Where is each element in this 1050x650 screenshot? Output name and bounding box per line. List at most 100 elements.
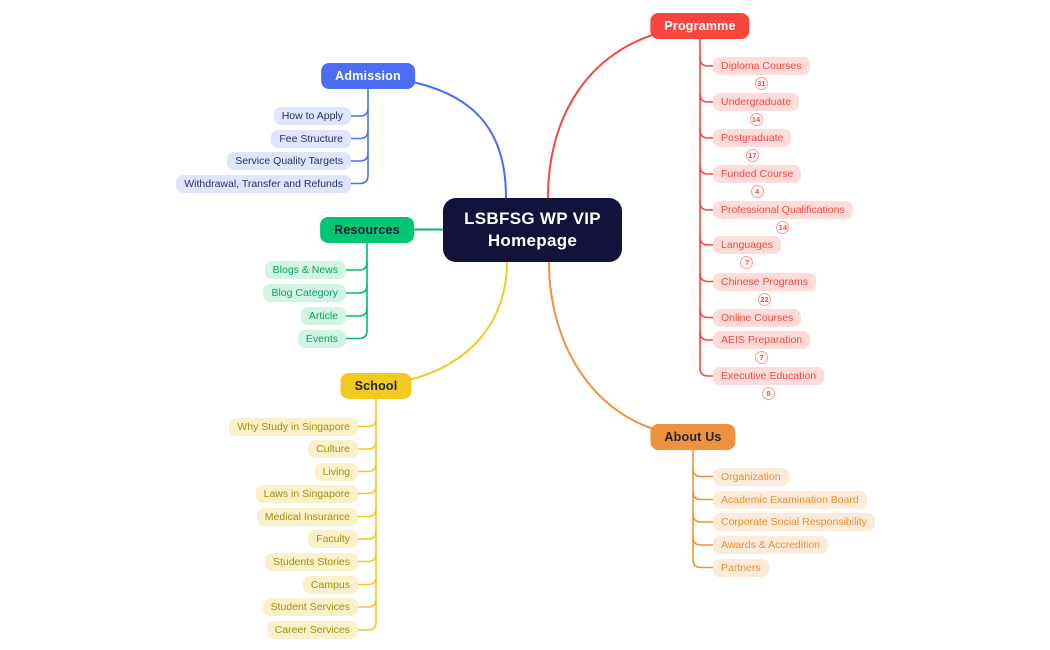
child-node-wrap: Blogs & News	[264, 261, 346, 279]
school-child-connector	[357, 462, 377, 473]
child-node-wrap: Campus	[302, 575, 358, 594]
child-node-resources-2[interactable]: Article	[300, 307, 346, 325]
resources-child-connector	[345, 261, 368, 271]
admission-child-connector	[350, 107, 369, 117]
child-node-wrap: Executive Education 8	[713, 367, 825, 400]
programme-child-connector	[699, 165, 714, 175]
child-node-wrap: Events	[297, 329, 346, 348]
child-node-admission-1[interactable]: Fee Structure	[271, 129, 351, 148]
child-node-about-us-2[interactable]: Corporate Social Responsibility	[713, 513, 875, 531]
about-us-branch-connector	[548, 261, 694, 438]
school-child-connector	[357, 575, 377, 586]
child-node-school-6[interactable]: Students Stories	[264, 552, 358, 571]
course-count-badge: 8	[762, 387, 776, 400]
school-child-connector	[357, 417, 377, 428]
child-node-about-us-4[interactable]: Partners	[713, 558, 769, 577]
child-node-wrap: Academic Examination Board	[713, 490, 867, 509]
child-node-wrap: Blog Category	[263, 284, 346, 302]
child-node-admission-3[interactable]: Withdrawal, Transfer and Refunds	[176, 174, 351, 193]
programme-child-connector	[699, 57, 714, 67]
child-node-wrap: Students Stories	[264, 552, 358, 571]
child-node-wrap: Living	[314, 462, 358, 481]
child-node-programme-5[interactable]: Languages	[713, 236, 781, 254]
child-node-programme-8[interactable]: AEIS Preparation	[713, 331, 811, 349]
child-node-school-9[interactable]: Career Services	[266, 621, 358, 639]
programme-child-connector	[699, 331, 714, 341]
programme-child-connector	[699, 236, 714, 246]
branch-node-about-us[interactable]: About Us	[650, 423, 736, 450]
child-node-wrap: Withdrawal, Transfer and Refunds	[176, 174, 351, 193]
child-node-school-5[interactable]: Faculty	[308, 530, 358, 548]
child-node-wrap: Diploma Courses 31	[713, 57, 810, 90]
child-node-programme-6[interactable]: Chinese Programs	[713, 272, 816, 291]
programme-child-connector	[699, 201, 714, 211]
child-node-admission-0[interactable]: How to Apply	[273, 107, 351, 125]
course-count-badge: 14	[776, 221, 790, 234]
child-node-wrap: Professional Qualifications 14	[713, 201, 853, 234]
child-node-wrap: Partners	[713, 558, 769, 577]
child-node-school-8[interactable]: Student Services	[262, 598, 358, 616]
course-count-badge: 17	[745, 149, 759, 162]
about-us-child-connector	[692, 467, 714, 478]
branch-node-programme[interactable]: Programme	[650, 12, 750, 39]
child-node-wrap: Laws in Singapore	[255, 484, 358, 503]
child-node-wrap: Service Quality Targets	[227, 152, 351, 170]
child-node-wrap: Undergraduate 14	[713, 93, 800, 126]
child-node-wrap: Student Services	[262, 598, 358, 616]
resources-children-trunk	[345, 242, 368, 340]
admission-child-connector	[350, 152, 369, 162]
root-title-line1: LSBFSG WP VIP	[464, 208, 601, 228]
school-child-connector	[357, 598, 377, 608]
root-node[interactable]: LSBFSG WP VIP Homepage	[443, 198, 622, 262]
programme-child-connector	[699, 272, 714, 283]
about-us-children-trunk	[692, 449, 714, 569]
about-us-child-connector	[692, 490, 714, 501]
child-node-school-7[interactable]: Campus	[302, 575, 358, 594]
child-node-school-1[interactable]: Culture	[308, 440, 358, 458]
course-count-badge: 31	[754, 77, 768, 90]
child-node-wrap: Faculty	[308, 530, 358, 548]
admission-branch-connector	[367, 74, 507, 199]
child-node-wrap: Postgraduate 17	[713, 129, 792, 162]
child-node-admission-2[interactable]: Service Quality Targets	[227, 152, 351, 170]
child-node-wrap: Awards & Accredition	[713, 536, 829, 554]
child-node-resources-1[interactable]: Blog Category	[263, 284, 346, 302]
child-node-about-us-0[interactable]: Organization	[713, 467, 789, 486]
programme-child-connector	[699, 308, 714, 319]
child-node-school-4[interactable]: Medical Insurance	[256, 507, 358, 526]
child-node-school-3[interactable]: Laws in Singapore	[255, 484, 358, 503]
child-node-school-2[interactable]: Living	[314, 462, 358, 481]
course-count-badge: 14	[749, 113, 763, 126]
child-node-programme-4[interactable]: Professional Qualifications	[713, 201, 853, 219]
school-child-connector	[357, 507, 377, 518]
child-node-about-us-3[interactable]: Awards & Accredition	[713, 536, 829, 554]
child-node-programme-3[interactable]: Funded Course	[713, 165, 802, 183]
child-node-programme-1[interactable]: Undergraduate	[713, 93, 800, 111]
child-node-programme-7[interactable]: Online Courses	[713, 308, 802, 327]
child-node-wrap: Fee Structure	[271, 129, 351, 148]
school-child-connector	[357, 552, 377, 563]
child-node-resources-3[interactable]: Events	[297, 329, 346, 348]
child-node-programme-9[interactable]: Executive Education	[713, 367, 825, 385]
branch-node-admission[interactable]: Admission	[321, 62, 415, 89]
child-node-wrap: Career Services	[266, 621, 358, 639]
branch-node-resources[interactable]: Resources	[320, 216, 414, 243]
root-title-line2: Homepage	[487, 231, 578, 250]
admission-children-trunk	[350, 88, 369, 185]
child-node-programme-0[interactable]: Diploma Courses	[713, 57, 810, 75]
child-node-wrap: Online Courses	[713, 308, 802, 327]
branch-node-school[interactable]: School	[340, 372, 412, 399]
child-node-about-us-1[interactable]: Academic Examination Board	[713, 490, 867, 509]
child-node-wrap: Culture	[308, 440, 358, 458]
child-node-school-0[interactable]: Why Study in Singapore	[229, 417, 358, 436]
programme-children-trunk	[699, 38, 714, 377]
child-node-programme-2[interactable]: Postgraduate	[713, 129, 792, 147]
school-child-connector	[357, 440, 377, 450]
child-node-wrap: Organization	[713, 467, 789, 486]
child-node-resources-0[interactable]: Blogs & News	[264, 261, 346, 279]
